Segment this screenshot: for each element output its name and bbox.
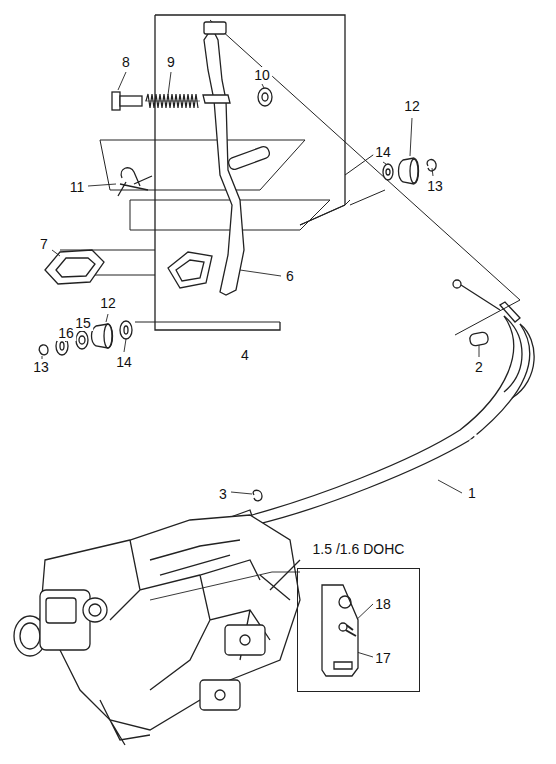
callout-number: 14 — [114, 354, 134, 370]
callout-number: 1 — [466, 485, 478, 501]
callout-number: 14 — [373, 144, 393, 160]
callout-number: 15 — [73, 315, 93, 331]
callout-number: 3 — [217, 486, 229, 502]
variant-heading: 1.5 /1.6 DOHC — [297, 540, 420, 558]
callout-number: 17 — [373, 650, 393, 666]
callout-number: 7 — [38, 236, 50, 252]
variant-box: 1.5 /1.6 DOHC — [297, 540, 420, 692]
callout-number: 11 — [68, 179, 87, 195]
callout-number: 8 — [120, 54, 132, 70]
callout-number: 12 — [98, 295, 118, 311]
callout-number: 12 — [402, 98, 422, 114]
callout-number: 13 — [425, 178, 445, 194]
callout-number: 4 — [239, 347, 251, 363]
callout-number: 2 — [473, 359, 485, 375]
variant-frame — [297, 568, 420, 692]
callout-number: 9 — [165, 54, 177, 70]
callout-number: 18 — [373, 596, 393, 612]
callout-number: 13 — [31, 359, 51, 375]
callout-number: 10 — [252, 67, 272, 83]
callout-number: 6 — [284, 268, 296, 284]
